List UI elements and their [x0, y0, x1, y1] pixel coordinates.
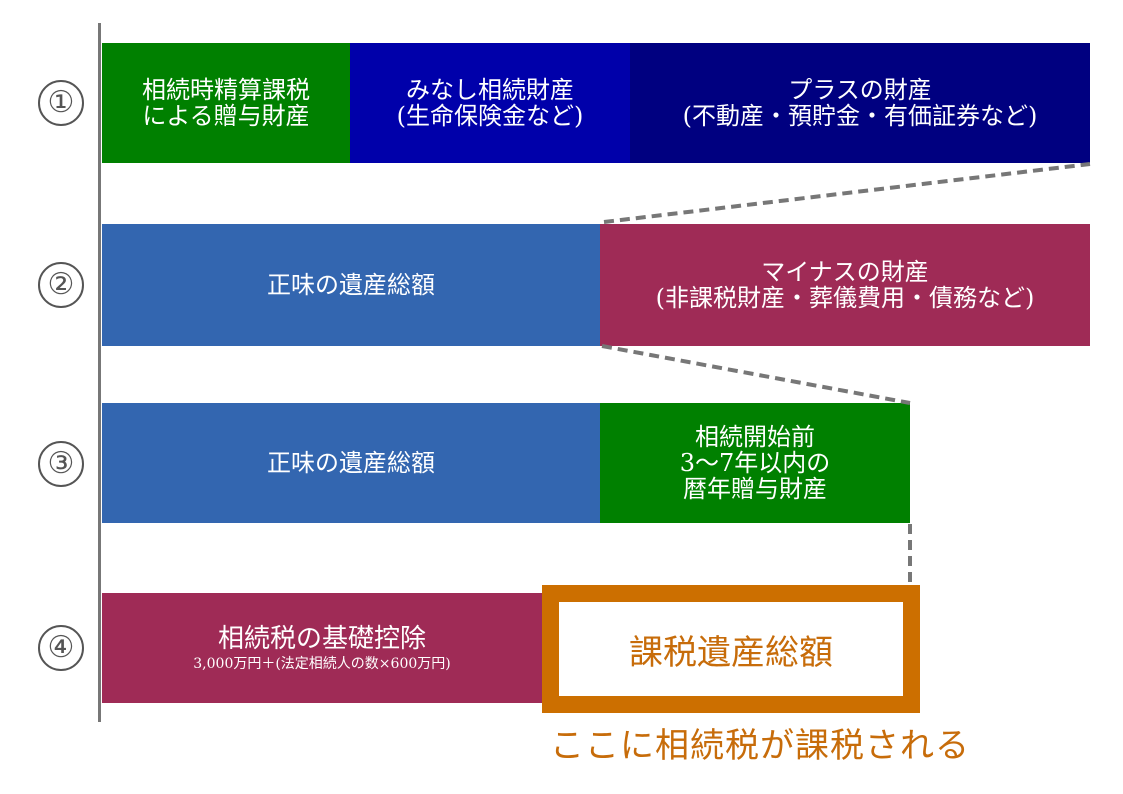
segment-basic-deduction: 相続税の基礎控除 3,000万円＋(法定相続人の数×600万円) — [102, 593, 542, 703]
basic-deduction-title: 相続税の基礎控除 — [217, 624, 426, 654]
segment-label: マイナスの財産 (非課税財産・葬儀費用・債務など) — [655, 258, 1035, 312]
caption-tax-applied: ここに相続税が課税される — [550, 726, 970, 766]
segment-net-estate: 正味の遺産総額 — [102, 224, 600, 346]
segment-label: 相続開始前 3～7年以内の 暦年贈与財産 — [679, 423, 831, 503]
segment-deemed-inheritance: みなし相続財産 (生命保険金など) — [350, 43, 630, 163]
segment-negative-assets: マイナスの財産 (非課税財産・葬儀費用・債務など) — [600, 224, 1090, 346]
dashed-connector-2-3 — [601, 344, 911, 405]
row-1-number: ① — [38, 80, 84, 126]
basic-deduction-formula: 3,000万円＋(法定相続人の数×600万円) — [193, 656, 451, 672]
segment-label: 正味の遺産総額 — [267, 271, 435, 299]
segment-prior-gifts: 相続開始前 3～7年以内の 暦年贈与財産 — [600, 403, 910, 523]
taxable-estate-box: 課税遺産総額 — [542, 585, 920, 713]
taxable-estate-label: 課税遺産総額 — [629, 632, 833, 673]
segment-net-estate: 正味の遺産総額 — [102, 403, 600, 523]
segment-label: みなし相続財産 (生命保険金など) — [396, 76, 584, 130]
segment-settlement-gift: 相続時精算課税 による贈与財産 — [102, 43, 350, 163]
row-4-number: ④ — [38, 625, 84, 671]
dashed-connector-1-2 — [603, 162, 1091, 224]
vertical-axis-line — [98, 23, 101, 722]
segment-positive-assets: プラスの財産 (不動産・預貯金・有価証券など) — [630, 43, 1090, 163]
segment-label: 正味の遺産総額 — [267, 449, 435, 477]
segment-label: 相続時精算課税 による贈与財産 — [142, 76, 310, 130]
segment-label: プラスの財産 (不動産・預貯金・有価証券など) — [682, 76, 1038, 130]
row-3-number: ③ — [38, 441, 84, 487]
row-2-number: ② — [38, 262, 84, 308]
